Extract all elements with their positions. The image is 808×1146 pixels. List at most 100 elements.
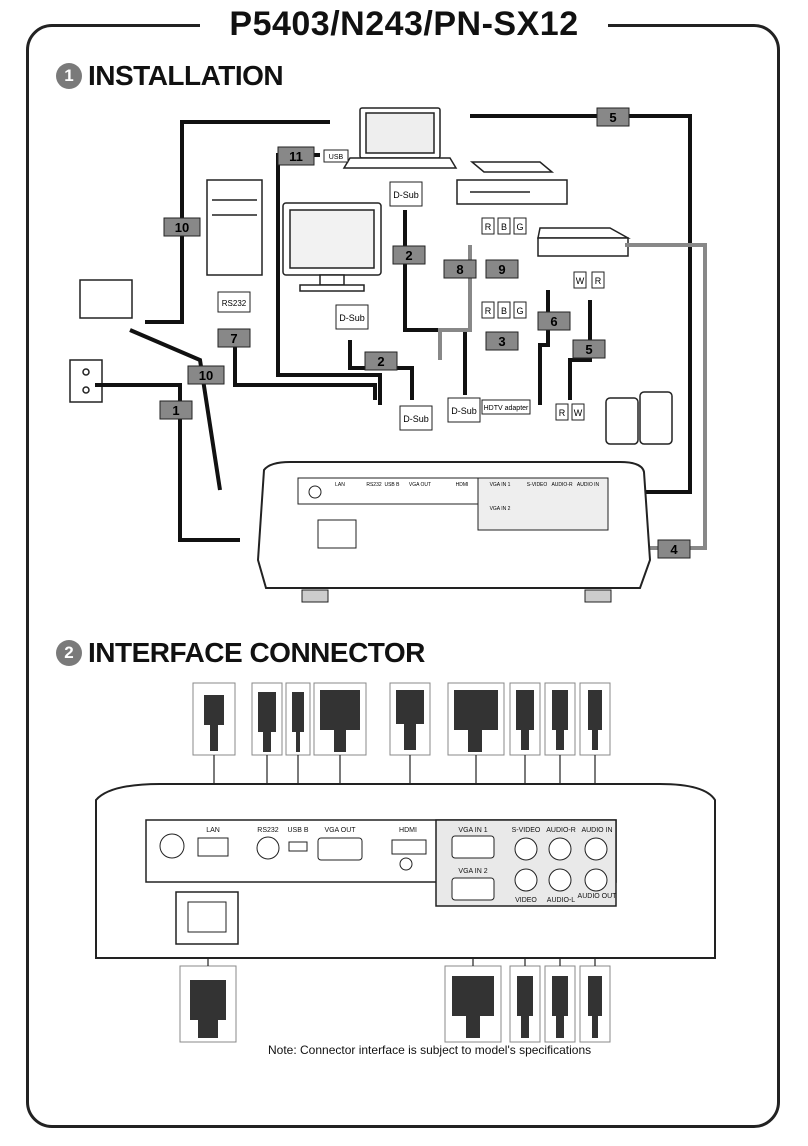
- projector-rear-view: LAN RS232 USB B VGA OUT HDMI VGA IN 1 VG…: [256, 461, 652, 603]
- svg-text:G: G: [516, 222, 523, 232]
- svg-text:USB B: USB B: [384, 482, 400, 488]
- cable-tag-1: 1: [159, 400, 193, 420]
- cable-tag-4: 4: [657, 539, 691, 559]
- lan-wall-outlet-icon: [79, 279, 133, 319]
- section-title: INTERFACE CONNECTOR: [88, 637, 425, 668]
- svg-text:B: B: [501, 222, 507, 232]
- port-label-audio-l: AUDIO-L: [547, 897, 576, 904]
- svg-text:VGA OUT: VGA OUT: [409, 482, 431, 488]
- cable-tag-2: 2: [392, 245, 426, 265]
- port-label-hdmi: HDMI: [399, 827, 417, 834]
- svg-text:R: R: [485, 306, 492, 316]
- svg-text:VGA IN 2: VGA IN 2: [490, 506, 511, 512]
- svg-text:HDTV adapter: HDTV adapter: [484, 405, 529, 412]
- svg-text:W: W: [574, 408, 583, 418]
- cable-tag-9: 9: [485, 259, 519, 279]
- svg-text:G: G: [516, 306, 523, 316]
- port-label-audio-r: AUDIO-R: [546, 827, 576, 834]
- footnote: Note: Connector interface is subject to …: [268, 1043, 592, 1057]
- port-label-usb: USB B: [287, 827, 308, 834]
- svg-text:D-Sub: D-Sub: [403, 414, 429, 424]
- section-number: 2: [56, 640, 82, 666]
- svg-text:D-Sub: D-Sub: [393, 190, 419, 200]
- rgb-connectors-bottom: R B G: [481, 301, 527, 319]
- svg-text:2: 2: [377, 354, 384, 369]
- dsub-connector-in: D-Sub: [447, 397, 481, 423]
- cable-tag-6: 6: [537, 311, 571, 331]
- svg-text:5: 5: [585, 342, 592, 357]
- svg-text:11: 11: [289, 149, 303, 164]
- connector-plugs: [190, 690, 602, 1038]
- port-label-lan: LAN: [206, 827, 220, 834]
- section-interface-header: 2 INTERFACE CONNECTOR: [56, 637, 425, 669]
- svg-text:RS232: RS232: [366, 482, 382, 488]
- cable-tag-8: 8: [443, 259, 477, 279]
- cable-tag-3: 3: [485, 331, 519, 351]
- section-number: 1: [56, 63, 82, 89]
- svg-text:S-VIDEO: S-VIDEO: [527, 482, 548, 488]
- vcr-icon: [537, 227, 631, 257]
- port-label-audio-out: AUDIO OUT: [578, 893, 618, 900]
- dsub-connector-out: D-Sub: [399, 405, 433, 431]
- svg-text:4: 4: [670, 542, 678, 557]
- dsub-connector-monitor: D-Sub: [335, 304, 369, 330]
- svg-text:D-Sub: D-Sub: [339, 313, 365, 323]
- svg-text:AUDIO IN: AUDIO IN: [577, 482, 600, 488]
- port-label-svideo: S-VIDEO: [512, 827, 541, 834]
- svg-text:R: R: [485, 222, 492, 232]
- laptop-icon: [342, 107, 458, 169]
- svg-text:RS232: RS232: [222, 299, 247, 308]
- connector-tiles-bottom: [179, 965, 611, 1043]
- port-label-audio-in: AUDIO IN: [581, 827, 612, 834]
- svg-text:7: 7: [230, 331, 237, 346]
- model-title: P5403/N243/PN-SX12: [200, 4, 608, 44]
- cable-tag-7: 7: [217, 328, 251, 348]
- svg-text:W: W: [576, 276, 585, 286]
- svg-text:1: 1: [172, 403, 179, 418]
- cable-tag-2: 2: [364, 351, 398, 371]
- svg-text:HDMI: HDMI: [456, 482, 469, 488]
- dvd-player-icon: [456, 161, 568, 205]
- rs232-connector: RS232: [217, 291, 251, 313]
- svg-text:6: 6: [550, 314, 557, 329]
- power-outlet-icon: [69, 359, 103, 403]
- rgb-connectors-top: R B G: [481, 217, 527, 235]
- usb-connector: USB: [323, 149, 349, 163]
- port-label-rs232: RS232: [257, 827, 279, 834]
- cable-tag-11: 11: [277, 146, 315, 166]
- hdtv-adapter: HDTV adapter: [481, 399, 531, 415]
- cable-tag-10: 10: [163, 217, 201, 237]
- section-installation-header: 1 INSTALLATION: [56, 60, 284, 92]
- svg-text:R: R: [559, 408, 566, 418]
- svg-text:2: 2: [405, 248, 412, 263]
- svg-text:9: 9: [498, 262, 505, 277]
- installation-cables: [95, 114, 692, 542]
- dsub-connector-laptop: D-Sub: [389, 181, 423, 207]
- svg-text:5: 5: [609, 110, 616, 125]
- svg-text:D-Sub: D-Sub: [451, 406, 477, 416]
- section-title: INSTALLATION: [88, 60, 284, 91]
- audio-wr-top: W R: [573, 271, 605, 289]
- svg-text:R: R: [595, 276, 602, 286]
- monitor-icon: [282, 202, 382, 292]
- desktop-pc-icon: [206, 179, 263, 276]
- svg-text:LAN: LAN: [335, 482, 345, 488]
- port-label-video: VIDEO: [515, 897, 537, 904]
- audio-rw-bottom: R W: [555, 403, 585, 421]
- port-label-vga-out: VGA OUT: [324, 827, 356, 834]
- port-label-vga-in1: VGA IN 1: [458, 827, 487, 834]
- projector-interface-panel: LAN RS232 USB B VGA OUT HDMI VGA IN 1 VG…: [95, 783, 716, 959]
- cable-tag-5: 5: [572, 339, 606, 359]
- svg-text:8: 8: [456, 262, 463, 277]
- svg-text:B: B: [501, 306, 507, 316]
- cable-tag-5: 5: [596, 107, 630, 127]
- cable-tag-10: 10: [187, 365, 225, 385]
- svg-text:10: 10: [175, 220, 189, 235]
- port-label-vga-in2: VGA IN 2: [458, 868, 487, 875]
- speakers-icon: [605, 391, 673, 445]
- svg-text:10: 10: [199, 368, 213, 383]
- svg-text:AUDIO-R: AUDIO-R: [551, 482, 573, 488]
- svg-text:VGA IN 1: VGA IN 1: [490, 482, 511, 488]
- svg-text:3: 3: [498, 334, 505, 349]
